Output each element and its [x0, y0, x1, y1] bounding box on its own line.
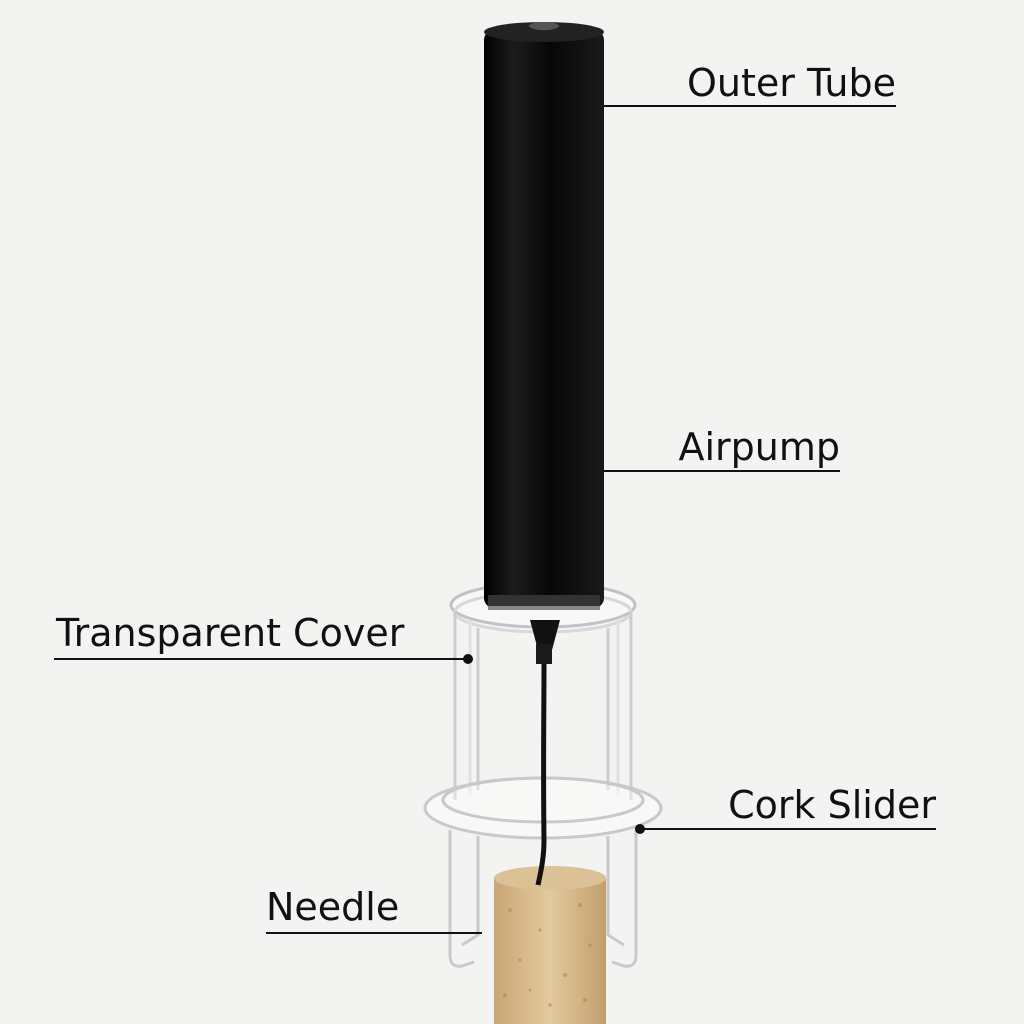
- cork: [494, 866, 606, 1024]
- label-airpump: Airpump: [678, 425, 840, 469]
- leader-lines: [54, 105, 936, 934]
- needle: [530, 620, 560, 886]
- label-transparent-cover: Transparent Cover: [56, 611, 405, 655]
- label-outer-tube: Outer Tube: [687, 61, 896, 105]
- label-needle: Needle: [266, 885, 400, 929]
- label-cork-slider: Cork Slider: [728, 783, 936, 827]
- outer-tube: [484, 22, 604, 610]
